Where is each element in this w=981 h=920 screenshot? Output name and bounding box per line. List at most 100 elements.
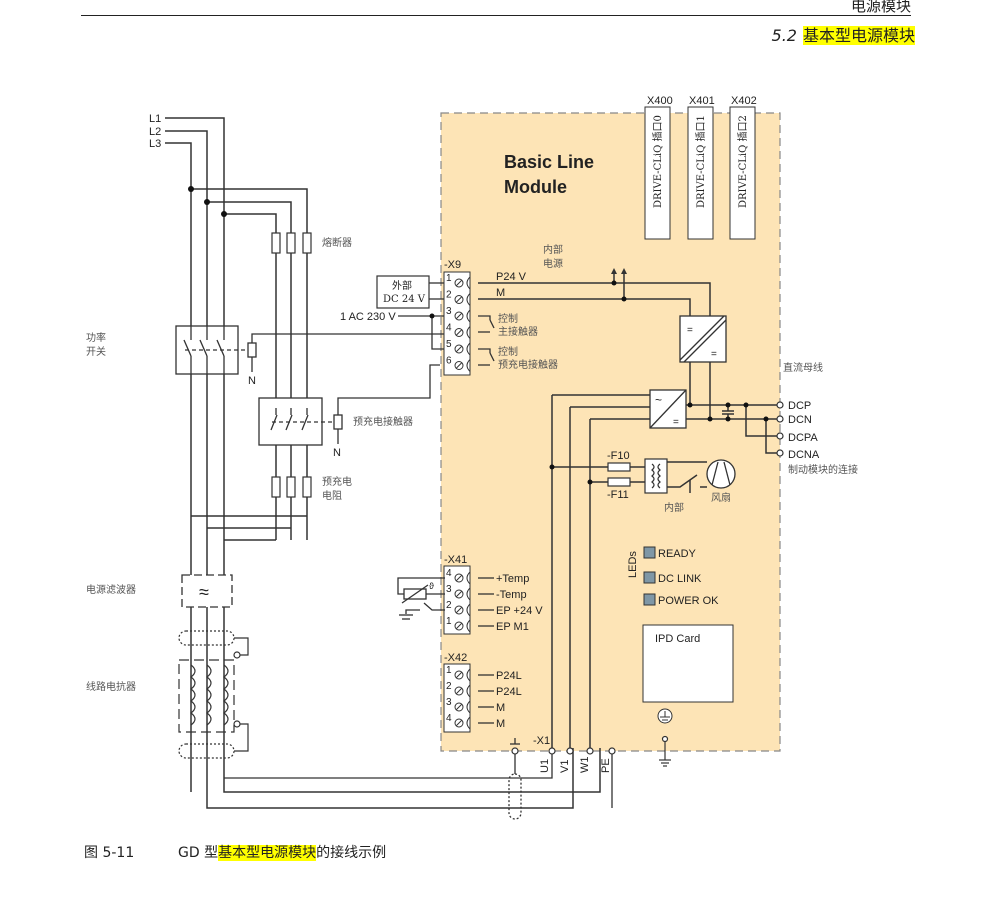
x41-terminal-clamp bbox=[466, 603, 471, 617]
x9-terminal-clamp bbox=[466, 326, 471, 339]
ipd-card-label: IPD Card bbox=[655, 633, 700, 645]
module-title-line2: Module bbox=[504, 177, 567, 197]
x42-terminal-number: 1 bbox=[446, 665, 452, 676]
ac-junction-dot bbox=[429, 313, 435, 319]
power-switch bbox=[175, 325, 440, 375]
line-filter-label: 电源滤波器 bbox=[86, 583, 136, 596]
rectifier-ac-symbol: ~ bbox=[655, 393, 662, 407]
x42-terminal-number: 4 bbox=[446, 713, 452, 724]
x9-control-main-1: 控制 bbox=[498, 312, 518, 325]
x9-control-pre-2: 预充电接触器 bbox=[498, 358, 558, 371]
x1-label: -X1 bbox=[533, 735, 550, 747]
x42-wires bbox=[478, 674, 494, 724]
x42-terminal-clamp bbox=[466, 716, 471, 730]
x1-terminals bbox=[511, 747, 616, 755]
caption-prefix: GD 型 bbox=[178, 845, 219, 861]
x41-wires bbox=[397, 577, 494, 627]
fan-fuses bbox=[607, 462, 631, 487]
x9-terminal-clamp bbox=[466, 359, 471, 372]
x41-screw-slot bbox=[455, 574, 463, 582]
caption-highlight: 基本型电源模块 bbox=[218, 845, 317, 861]
internal-label: 内部 bbox=[664, 501, 684, 514]
power-switch-label-2: 开关 bbox=[86, 345, 106, 358]
internal-supply-1: 内部 bbox=[543, 243, 563, 256]
x41-terminal-clamp bbox=[466, 571, 471, 585]
dcp-label: DCP bbox=[788, 400, 811, 412]
x42-terminal-number: 3 bbox=[446, 697, 452, 708]
x9-screw-slot bbox=[455, 312, 463, 320]
x9-external-wires bbox=[398, 282, 445, 350]
line-filter bbox=[181, 574, 233, 608]
x402-label: X402 bbox=[731, 95, 757, 107]
dcn-label: DCN bbox=[788, 414, 812, 426]
module-title-line1: Basic Line bbox=[504, 152, 594, 172]
mains-l3: L3 bbox=[149, 138, 161, 150]
internal-wires bbox=[478, 270, 777, 751]
x401-label: X401 bbox=[689, 95, 715, 107]
dcpa-label: DCPA bbox=[788, 432, 818, 444]
drive-cliq-x402: X402 DRIVE-CLiQ 插口2 bbox=[729, 95, 757, 240]
x9-terminal-number: 5 bbox=[446, 339, 452, 350]
x42-screw-slot bbox=[455, 671, 463, 679]
leds-label: LEDs bbox=[627, 551, 639, 578]
led-ready-label: READY bbox=[658, 548, 697, 560]
ac-230v-label: 1 AC 230 V bbox=[340, 311, 396, 323]
dc-bus-label: 直流母线 bbox=[783, 361, 823, 374]
x9-signal-p24v: P24 V bbox=[496, 271, 527, 283]
x9-terminal-number: 2 bbox=[446, 290, 452, 301]
precharge-contactor-label: 预充电接触器 bbox=[353, 415, 413, 428]
x42-terminal-clamp bbox=[466, 700, 471, 714]
arrow-up-icon bbox=[611, 268, 617, 274]
drive-cliq-x400: X400 DRIVE-CLiQ 插口0 bbox=[644, 95, 673, 240]
x41-signal-temp-plus: +Temp bbox=[496, 573, 529, 585]
precharge-resistor-label-2: 电阻 bbox=[322, 489, 342, 502]
x42-screw-slot bbox=[455, 703, 463, 711]
rectifier bbox=[649, 389, 687, 429]
theta-symbol: ϑ bbox=[429, 581, 434, 591]
x9-control-main-2: 主接触器 bbox=[498, 325, 538, 338]
precharge-contactor bbox=[258, 364, 440, 446]
fuses bbox=[271, 232, 312, 254]
dc-dc-converter bbox=[679, 315, 727, 363]
led-power-ok-indicator bbox=[643, 593, 656, 606]
section-title-text: 基本型电源模块 bbox=[802, 26, 915, 45]
x41-screw-slot bbox=[455, 590, 463, 598]
x42-screw-slot bbox=[455, 687, 463, 695]
x41-signal-epm1: EP M1 bbox=[496, 621, 529, 633]
x9-screw-slot bbox=[455, 329, 463, 336]
x42-terminal-number: 2 bbox=[446, 681, 452, 692]
ground-icon bbox=[659, 735, 671, 767]
precharge-join bbox=[191, 515, 307, 541]
x9-control-pre-1: 控制 bbox=[498, 345, 518, 358]
x42-terminal-clamp bbox=[466, 684, 471, 698]
x42-signal-p24l-1: P24L bbox=[496, 670, 522, 682]
line-reactor-label: 线路电抗器 bbox=[86, 680, 136, 693]
external-label-2: DC 24 V bbox=[383, 294, 426, 305]
x9-terminal-number: 4 bbox=[446, 323, 452, 334]
internal-supply-2: 电源 bbox=[543, 257, 563, 270]
terminal-w1: W1 bbox=[579, 757, 591, 774]
x9-terminal-number: 3 bbox=[446, 306, 452, 317]
x42-signal-p24l-2: P24L bbox=[496, 686, 522, 698]
x41-signal-temp-minus: -Temp bbox=[496, 589, 527, 601]
x41-screw-slot bbox=[455, 622, 463, 630]
x42-signal-m-1: M bbox=[496, 702, 505, 714]
x41-signal-ep24v: EP +24 V bbox=[496, 605, 543, 617]
fuse-f11-label: -F11 bbox=[607, 489, 629, 501]
fuse-f10-label: -F10 bbox=[607, 450, 630, 462]
x401-text: DRIVE-CLiQ 插口1 bbox=[694, 115, 707, 208]
x42-screw-slot bbox=[455, 719, 463, 727]
x41-terminal-number: 3 bbox=[446, 584, 452, 595]
x41-terminal-number: 1 bbox=[446, 616, 452, 627]
terminal-pe: PE bbox=[600, 758, 612, 773]
x9-terminal-clamp bbox=[466, 276, 471, 290]
x9-screw-slot bbox=[455, 362, 463, 369]
x9-terminal-clamp bbox=[466, 342, 471, 356]
precharge-resistors bbox=[271, 476, 312, 498]
x1-shield bbox=[224, 738, 613, 820]
x9-screw-slot bbox=[455, 296, 463, 303]
caption-suffix: 的接线示例 bbox=[316, 845, 387, 861]
